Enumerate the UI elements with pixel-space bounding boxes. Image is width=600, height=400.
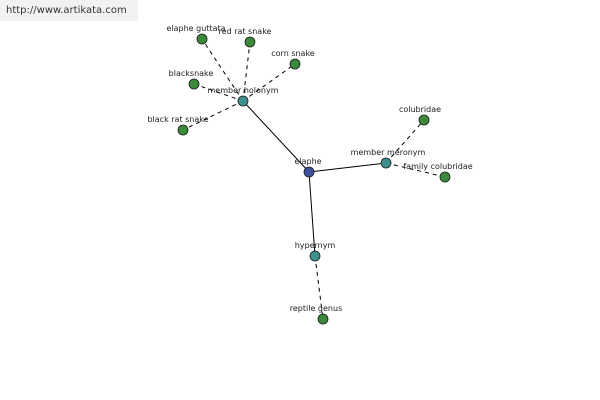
node-dot-hypernym[interactable] xyxy=(309,250,321,262)
node-blacksnake[interactable]: blacksnake xyxy=(169,69,214,90)
node-red-rat-snake[interactable]: red rat snake xyxy=(219,27,272,48)
node-label-member-holonym: member holonym xyxy=(207,86,278,95)
node-dot-reptile-genus[interactable] xyxy=(317,313,329,325)
node-elaphe[interactable]: elaphe xyxy=(294,157,322,178)
node-member-holonym[interactable]: member holonym xyxy=(207,86,279,107)
node-dot-family-colubridae[interactable] xyxy=(439,171,451,183)
node-label-reptile-genus: reptile genus xyxy=(290,304,342,313)
node-label-member-meronym: member meronym xyxy=(351,148,426,157)
node-dot-corn-snake[interactable] xyxy=(289,58,301,70)
node-label-family-colubridae: family colubridae xyxy=(403,162,472,171)
node-label-black-rat-snake: black rat snake xyxy=(147,115,208,124)
node-label-red-rat-snake: red rat snake xyxy=(219,27,272,36)
node-member-meronym[interactable]: member meronym xyxy=(351,148,426,169)
node-colubridae[interactable]: colubridae xyxy=(399,105,441,126)
node-dot-black-rat-snake[interactable] xyxy=(177,124,189,136)
node-black-rat-snake[interactable]: black rat snake xyxy=(147,115,209,136)
edge-member-holonym-to-red-rat-snake xyxy=(242,41,251,102)
node-label-elaphe-guttata: elaphe guttata xyxy=(166,24,225,33)
node-corn-snake[interactable]: corn snake xyxy=(271,49,315,70)
node-label-blacksnake: blacksnake xyxy=(169,69,214,78)
watermark-url[interactable]: http://www.artikata.com xyxy=(0,0,138,21)
node-dot-colubridae[interactable] xyxy=(418,114,430,126)
node-dot-member-holonym[interactable] xyxy=(237,95,249,107)
edge-hypernym-to-reptile-genus xyxy=(314,255,324,320)
edges-layer xyxy=(182,38,446,320)
node-dot-blacksnake[interactable] xyxy=(188,78,200,90)
edge-member-meronym-to-family-colubridae xyxy=(385,162,446,178)
node-label-hypernym: hypernym xyxy=(295,241,336,250)
edge-member-holonym-to-corn-snake xyxy=(242,63,296,102)
node-dot-elaphe-guttata[interactable] xyxy=(196,33,208,45)
node-dot-elaphe[interactable] xyxy=(303,166,315,178)
node-hypernym[interactable]: hypernym xyxy=(295,241,336,262)
edge-member-holonym-to-black-rat-snake xyxy=(182,100,244,131)
node-reptile-genus[interactable]: reptile genus xyxy=(290,304,342,325)
node-elaphe-guttata[interactable]: elaphe guttata xyxy=(166,24,226,45)
edge-elaphe-to-member-holonym xyxy=(242,100,310,173)
edge-elaphe-to-member-meronym xyxy=(308,162,387,173)
nodes-layer: elaphe member holonym member meronym hypern… xyxy=(147,24,473,325)
node-label-colubridae: colubridae xyxy=(399,105,441,114)
edge-elaphe-to-hypernym xyxy=(308,171,316,257)
node-family-colubridae[interactable]: family colubridae xyxy=(403,162,473,183)
node-dot-member-meronym[interactable] xyxy=(380,157,392,169)
node-label-elaphe: elaphe xyxy=(294,157,321,166)
node-label-corn-snake: corn snake xyxy=(271,49,315,58)
edge-member-holonym-to-blacksnake xyxy=(193,83,244,102)
edge-member-meronym-to-colubridae xyxy=(385,119,425,164)
node-dot-red-rat-snake[interactable] xyxy=(244,36,256,48)
